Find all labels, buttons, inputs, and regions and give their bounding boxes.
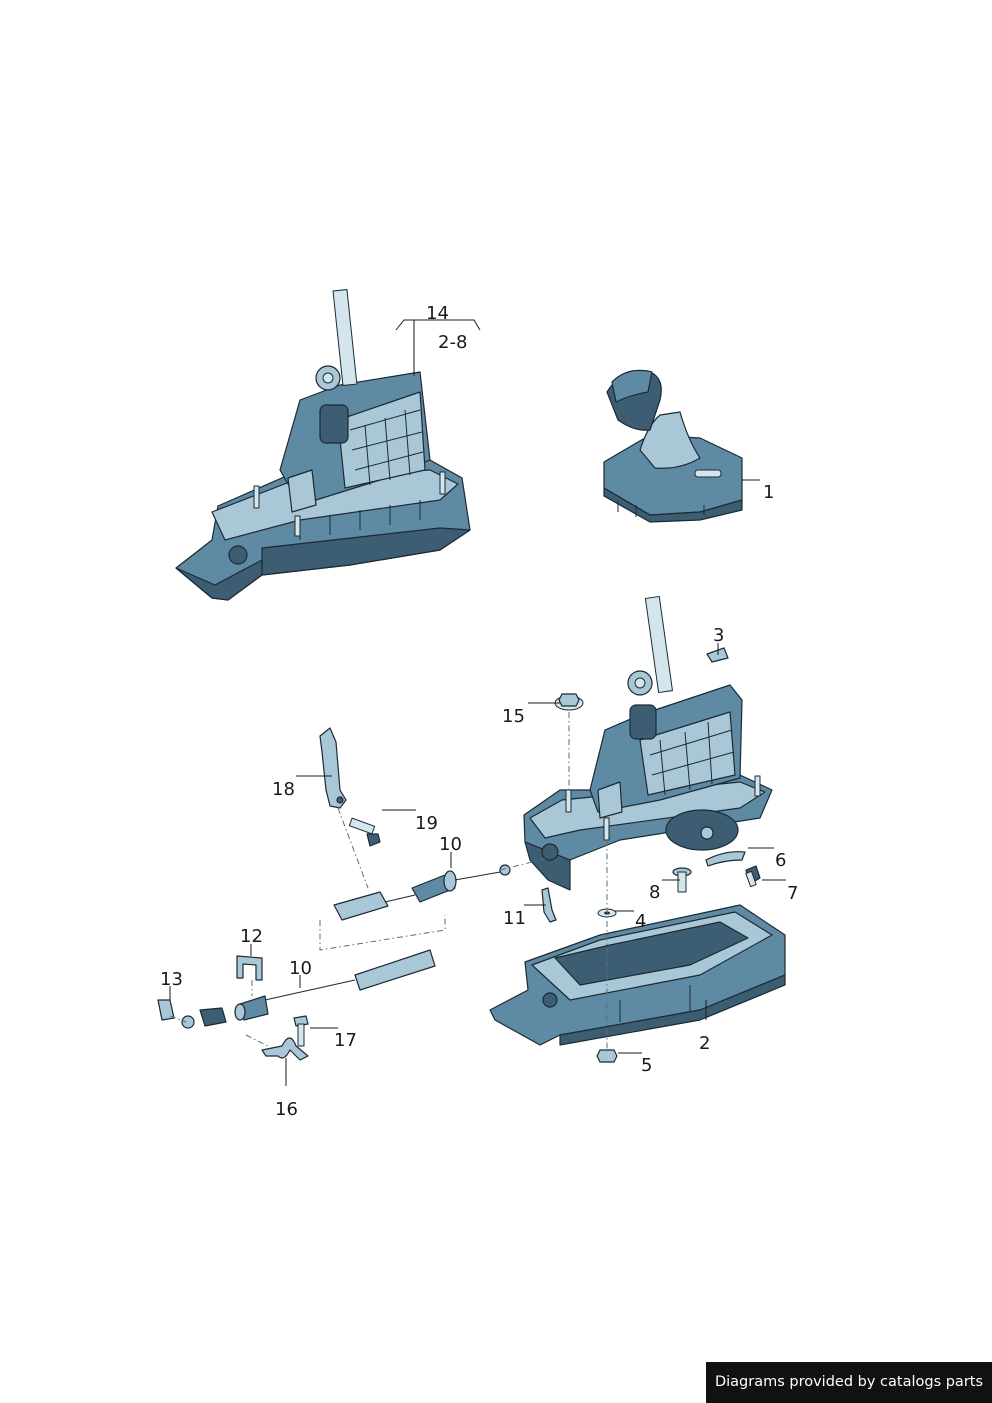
bolt-part-17 [293, 1015, 309, 1047]
callout-10-lower: 10 [289, 958, 312, 979]
callout-8: 8 [649, 882, 660, 903]
credit-banner: Diagrams provided by catalogs parts [706, 1362, 992, 1403]
leader-lines [169, 319, 786, 1086]
housing-studs [253, 471, 761, 841]
nut-part-15 [554, 693, 584, 711]
callout-4: 4 [635, 911, 646, 932]
bracket-part-18 [319, 727, 347, 809]
bolt-part-19 [348, 817, 381, 847]
shift-mechanism-assembly-14 [175, 289, 471, 601]
callout-14-range: 2-8 [438, 332, 467, 353]
shift-cable-lower-10 [181, 949, 436, 1029]
callout-12: 12 [240, 926, 263, 947]
callout-11: 11 [503, 908, 526, 929]
callout-16: 16 [275, 1099, 298, 1120]
callout-1: 1 [763, 482, 774, 503]
credit-text: Diagrams provided by catalogs parts [714, 1374, 984, 1390]
clip-part-11 [541, 887, 557, 923]
assembly-dashed-lines [169, 712, 608, 1052]
callout-19: 19 [415, 813, 438, 834]
bolt-part-8 [672, 867, 692, 893]
gear-knob-cover-1 [603, 369, 743, 523]
callout-13: 13 [160, 969, 183, 990]
shift-cable-upper-10 [333, 864, 511, 921]
callout-10-upper: 10 [439, 834, 462, 855]
housing-tray-part-2 [489, 904, 786, 1046]
callout-3: 3 [713, 625, 724, 646]
callout-7: 7 [787, 883, 798, 904]
heat-shield-part-6 [705, 851, 746, 867]
callout-6: 6 [775, 850, 786, 871]
callout-17: 17 [334, 1030, 357, 1051]
callout-14: 14 [426, 303, 449, 324]
screw-part-7 [745, 865, 761, 888]
clip-part-12 [236, 955, 263, 981]
callout-2: 2 [699, 1033, 710, 1054]
bracket-part-16 [261, 1037, 309, 1061]
callout-labels: 14 2-8 1 3 15 18 19 10 6 7 8 11 4 12 10 … [160, 303, 798, 1120]
callout-18: 18 [272, 779, 295, 800]
callout-5: 5 [641, 1055, 652, 1076]
nut-part-5 [596, 1049, 618, 1063]
callout-15: 15 [502, 706, 525, 727]
shift-mechanism-exploded [523, 595, 773, 891]
